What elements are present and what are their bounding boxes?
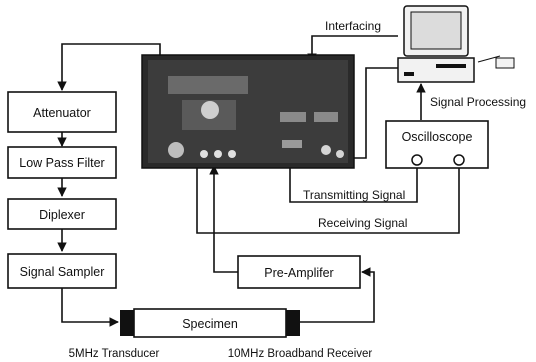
- interfacing-label: Interfacing: [325, 19, 381, 33]
- receiving-signal-label: Receiving Signal: [318, 216, 407, 230]
- wire-preamp-to-instrument: [214, 166, 238, 272]
- pulser-receiver-instrument-icon: [142, 55, 354, 168]
- transmitter-transducer-icon: [120, 310, 134, 336]
- oscilloscope-label: Oscilloscope: [402, 130, 473, 144]
- desktop-computer-icon: [398, 6, 514, 82]
- attenuator-label: Attenuator: [33, 106, 91, 120]
- oscilloscope-channel-2-connector: [454, 155, 464, 165]
- signal-sampler-label: Signal Sampler: [20, 265, 105, 279]
- pre-amplifier-label: Pre-Amplifer: [264, 266, 333, 280]
- receiver-transducer-icon: [286, 310, 300, 336]
- low-pass-filter-label: Low Pass Filter: [19, 156, 104, 170]
- oscilloscope-box: [386, 121, 488, 168]
- specimen-label: Specimen: [182, 317, 238, 331]
- receiver-caption: 10MHz Broadband Receiver: [228, 348, 373, 360]
- wire-sampler-to-specimen: [62, 288, 118, 322]
- oscilloscope-channel-1-connector: [412, 155, 422, 165]
- transmitter-caption: 5MHz Transducer: [69, 348, 160, 360]
- transmitting-signal-label: Transmitting Signal: [303, 188, 405, 202]
- signal-processing-label: Signal Processing: [430, 95, 526, 109]
- diplexer-label: Diplexer: [39, 208, 85, 222]
